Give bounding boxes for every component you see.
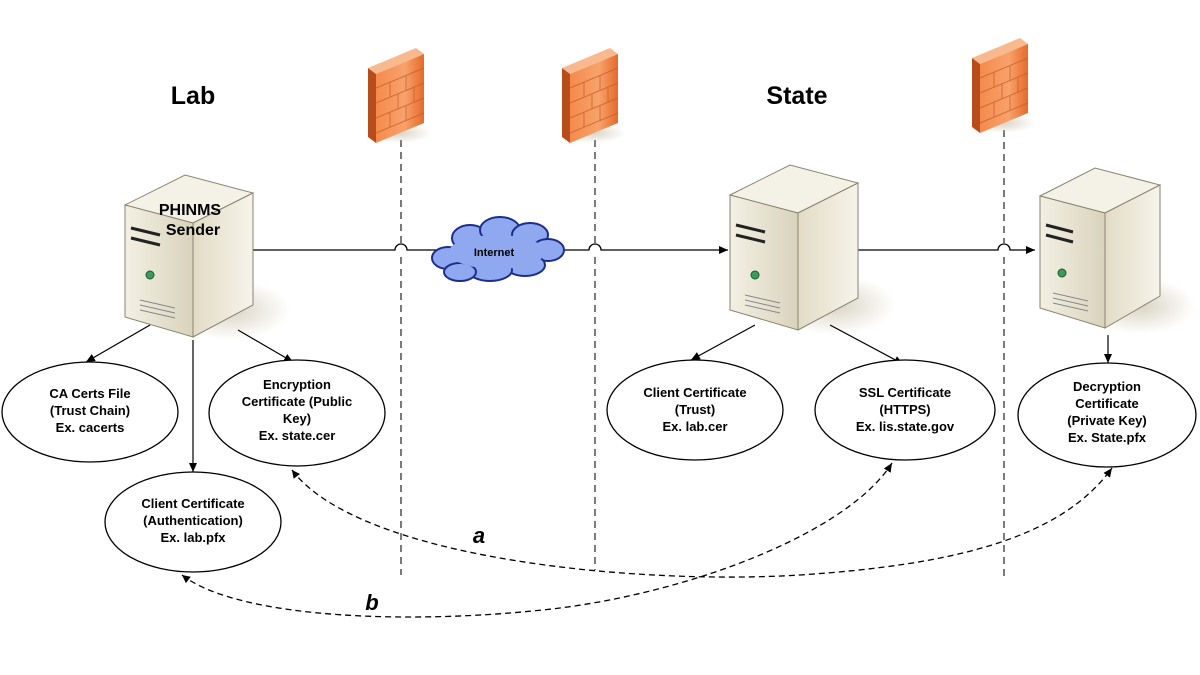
svg-text:Ex. cacerts: Ex. cacerts (56, 420, 125, 435)
firewall-icon (364, 48, 432, 143)
cert-ca-certs: CA Certs File (Trust Chain) Ex. cacerts (1, 361, 179, 463)
pair-label-a: a (473, 523, 485, 548)
svg-text:CA Certs File: CA Certs File (49, 386, 130, 401)
cert-encryption: Encryption Certificate (Public Key) Ex. … (208, 359, 386, 467)
svg-text:(Private Key): (Private Key) (1067, 413, 1146, 428)
svg-text:Key): Key) (283, 411, 311, 426)
network-path (252, 243, 1035, 254)
svg-text:Decryption: Decryption (1073, 379, 1141, 394)
server-tower-icon (123, 174, 290, 340)
cert-client-auth: Client Certificate (Authentication) Ex. … (104, 471, 282, 573)
svg-text:Ex. lab.cer: Ex. lab.cer (662, 419, 727, 434)
pair-label-b: b (365, 590, 378, 615)
svg-text:Ex. State.pfx: Ex. State.pfx (1068, 430, 1147, 445)
server-label-line2: Sender (166, 222, 220, 239)
site-title-state: State (766, 82, 827, 110)
firewall-icon (558, 48, 626, 143)
firewall-icon (968, 38, 1036, 133)
cloud-label: Internet (474, 247, 515, 259)
svg-text:(Trust): (Trust) (675, 402, 715, 417)
svg-text:(Trust Chain): (Trust Chain) (50, 403, 130, 418)
cert-client-trust: Client Certificate (Trust) Ex. lab.cer (606, 359, 784, 461)
svg-text:Client Certificate: Client Certificate (141, 496, 244, 511)
internet-cloud-icon: Internet (431, 216, 565, 282)
svg-text:Certificate: Certificate (1075, 396, 1139, 411)
server-tower-icon (728, 164, 895, 335)
svg-text:Ex. state.cer: Ex. state.cer (259, 428, 336, 443)
cert-ssl: SSL Certificate (HTTPS) Ex. lis.state.go… (814, 359, 996, 461)
svg-text:Ex. lis.state.gov: Ex. lis.state.gov (856, 419, 955, 434)
pair-curve-a (291, 467, 1113, 578)
svg-text:Client Certificate: Client Certificate (643, 385, 746, 400)
server-tower-icon (1038, 167, 1195, 334)
server-label-line1: PHINMS (159, 202, 222, 219)
svg-text:(Authentication): (Authentication) (143, 513, 243, 528)
site-title-lab: Lab (171, 82, 215, 110)
cert-decryption: Decryption Certificate (Private Key) Ex.… (1017, 362, 1197, 468)
svg-text:Certificate (Public: Certificate (Public (242, 394, 353, 409)
svg-text:Ex. lab.pfx: Ex. lab.pfx (160, 530, 226, 545)
firewall-boundaries (400, 130, 1005, 578)
pair-curves (181, 462, 1113, 618)
cert-arrows (85, 324, 1112, 472)
svg-text:Encryption: Encryption (263, 377, 331, 392)
svg-text:(HTTPS): (HTTPS) (879, 402, 930, 417)
svg-text:SSL Certificate: SSL Certificate (859, 385, 951, 400)
pair-curve-b (181, 462, 893, 618)
